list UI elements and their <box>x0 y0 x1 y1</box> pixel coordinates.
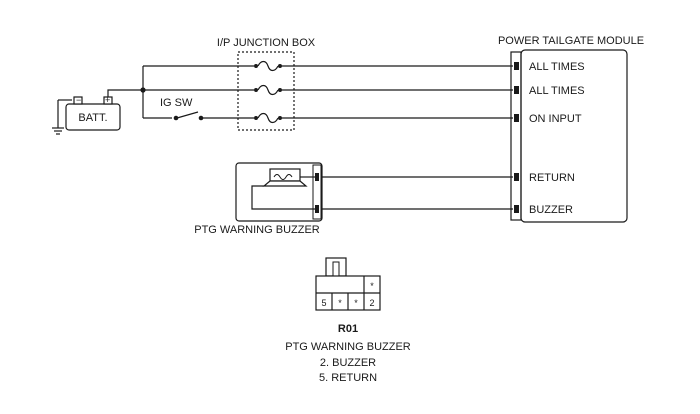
connector-cell: 2 <box>369 298 374 308</box>
connector-cell: * <box>354 298 358 308</box>
connector-name: PTG WARNING BUZZER <box>285 341 411 353</box>
buzzer-pin-terminal <box>315 205 319 213</box>
junction-box-label: I/P JUNCTION BOX <box>217 37 316 49</box>
module-pin-label: RETURN <box>529 172 575 184</box>
connector-cell: 5 <box>321 298 326 308</box>
junction-box: I/P JUNCTION BOX <box>217 37 316 131</box>
fuse-icon <box>254 112 282 124</box>
connector-pin-desc: 5. RETURN <box>319 372 377 384</box>
module-pin-label: BUZZER <box>529 204 573 216</box>
ptg-warning-buzzer <box>235 162 323 222</box>
module-pin-label: ALL TIMES <box>529 85 585 97</box>
connector-id: R01 <box>338 323 358 335</box>
battery: − + BATT. <box>65 95 121 131</box>
battery-plus-sign: + <box>105 95 110 105</box>
connector-cell: * <box>370 281 374 291</box>
module-pin-label: ALL TIMES <box>529 61 585 73</box>
connector-r01: * 5 * * 2 R01 PTG WARNING BUZZER 2. BUZZ… <box>285 257 411 384</box>
module-pin-terminal <box>514 86 519 94</box>
battery-minus-sign: − <box>76 95 81 105</box>
module-pin-terminal <box>514 173 519 181</box>
module-pin-terminal <box>514 205 519 213</box>
buzzer-pin-terminal <box>315 173 319 181</box>
ignition-switch: IG SW <box>160 97 254 121</box>
module-pin-terminal <box>514 62 519 70</box>
fuse-icon <box>254 60 282 72</box>
module-title: POWER TAILGATE MODULE <box>498 35 644 47</box>
connector-cell: * <box>338 298 342 308</box>
power-tailgate-module: POWER TAILGATE MODULE ALL TIMES ALL TIME… <box>498 35 644 223</box>
fuse-icon <box>254 84 282 96</box>
connector-pin-desc: 2. BUZZER <box>320 357 376 369</box>
ignition-switch-label: IG SW <box>160 97 193 109</box>
module-pin-terminal <box>514 114 519 122</box>
module-pin-label: ON INPUT <box>529 113 582 125</box>
buzzer-icon <box>262 168 308 187</box>
battery-label: BATT. <box>78 112 107 124</box>
buzzer-label: PTG WARNING BUZZER <box>194 224 320 236</box>
ground-symbol <box>52 99 72 135</box>
